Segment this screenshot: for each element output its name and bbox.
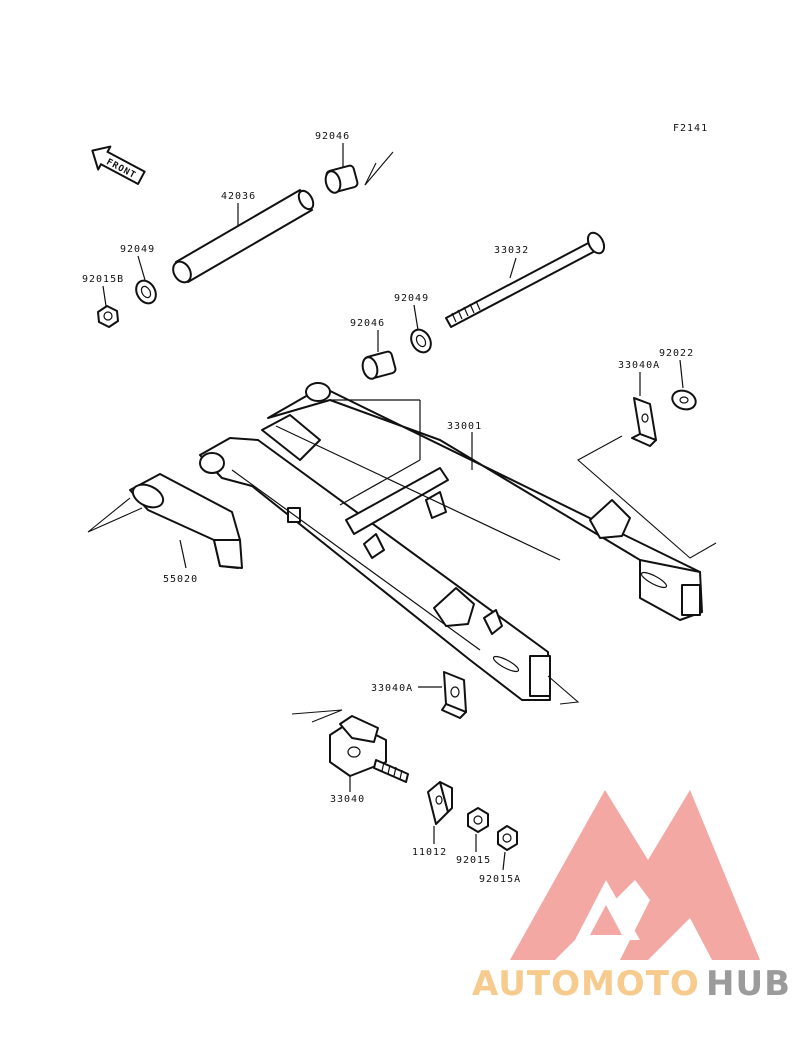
front-arrow-icon: FRONT bbox=[91, 145, 146, 185]
callout-42036: 42036 bbox=[221, 191, 256, 202]
callout-55020: 55020 bbox=[163, 574, 198, 585]
callout-33040: 33040 bbox=[330, 794, 365, 805]
watermark-part2: HUB bbox=[706, 964, 791, 1004]
bearing-92046-mid bbox=[361, 330, 397, 380]
chain-guide-55020 bbox=[87, 473, 243, 569]
callout-11012: 11012 bbox=[412, 847, 447, 858]
nut-92015A bbox=[497, 825, 518, 871]
collar-42036 bbox=[172, 189, 315, 284]
automotohub-logo: AUTOMOTO HUB bbox=[472, 790, 791, 1004]
callout-33040A-right: 33040A bbox=[618, 360, 660, 371]
nut-92015 bbox=[467, 807, 489, 852]
nut-92015B bbox=[97, 285, 119, 328]
chain-adjuster-33040 bbox=[291, 709, 409, 792]
guide-line-right bbox=[547, 675, 580, 705]
callout-92046-mid: 92046 bbox=[350, 318, 385, 329]
seal-92049-left bbox=[135, 255, 157, 305]
callout-33040A-bottom: 33040A bbox=[371, 683, 413, 694]
callout-33032: 33032 bbox=[494, 245, 529, 256]
callout-92022: 92022 bbox=[659, 348, 694, 359]
callout-92049-left: 92049 bbox=[120, 244, 155, 255]
plate-33040A-bottom bbox=[418, 671, 467, 719]
watermark-part1: AUTOMOTO bbox=[472, 964, 700, 1004]
plate-11012 bbox=[427, 781, 453, 844]
shaft-33032 bbox=[445, 231, 606, 328]
callout-92015B: 92015B bbox=[82, 274, 124, 285]
callout-92049-mid: 92049 bbox=[394, 293, 429, 304]
callout-92015: 92015 bbox=[456, 855, 491, 866]
callout-33001: 33001 bbox=[447, 421, 482, 432]
seal-92049-mid bbox=[410, 304, 432, 354]
bearing-92046-top bbox=[324, 143, 394, 194]
washer-92022 bbox=[671, 359, 697, 411]
swingarm-33001 bbox=[199, 382, 703, 701]
figure-code: F2141 bbox=[673, 123, 708, 134]
callout-92046-top: 92046 bbox=[315, 131, 350, 142]
plate-33040A-right bbox=[577, 372, 717, 559]
callout-92015A: 92015A bbox=[479, 874, 521, 885]
